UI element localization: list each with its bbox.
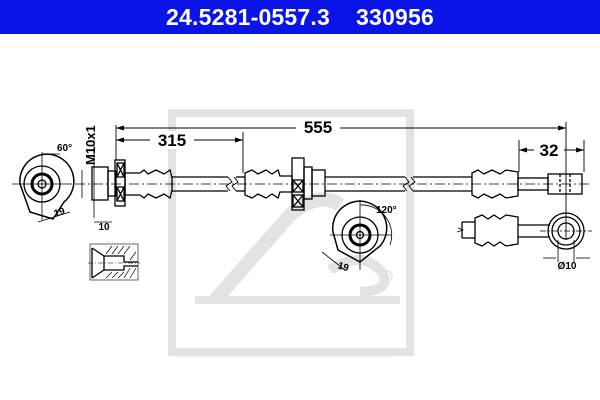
- ate-watermark: [168, 109, 414, 357]
- title-bar: 24.5281-0557.3 330956: [0, 0, 600, 34]
- middle-bracket-fitting: [244, 157, 326, 211]
- dim-eye-diameter: Ø10: [558, 261, 577, 272]
- center-hex-view: [321, 200, 393, 271]
- right-fitting: [471, 169, 583, 199]
- dim-angle-left: 60°: [57, 143, 72, 154]
- left-hex-view: [12, 152, 75, 223]
- dim-thread: M10x1: [83, 125, 98, 165]
- reference-number: 330956: [356, 3, 434, 30]
- technical-drawing: 555 315 32 M10x1 10 60° 19 120° 19 Ø10 ®: [12, 109, 592, 357]
- dim-nut-width: 10: [98, 222, 110, 233]
- dim-angle-center: 120°: [376, 205, 397, 216]
- left-fitting: [91, 159, 173, 207]
- hose: [172, 176, 472, 192]
- seat-cross-section: [88, 243, 140, 281]
- registered-mark: ®: [384, 273, 390, 281]
- article-number: 24.5281-0557.3: [166, 3, 330, 30]
- banjo-eye-view: [456, 212, 592, 262]
- dim-hex-center: 19: [336, 260, 350, 274]
- dim-bracket-position: 315: [158, 131, 186, 150]
- dim-total-length: 555: [304, 118, 332, 137]
- dim-end-fitting: 32: [540, 141, 559, 160]
- dim-hex-left: 19: [53, 206, 67, 220]
